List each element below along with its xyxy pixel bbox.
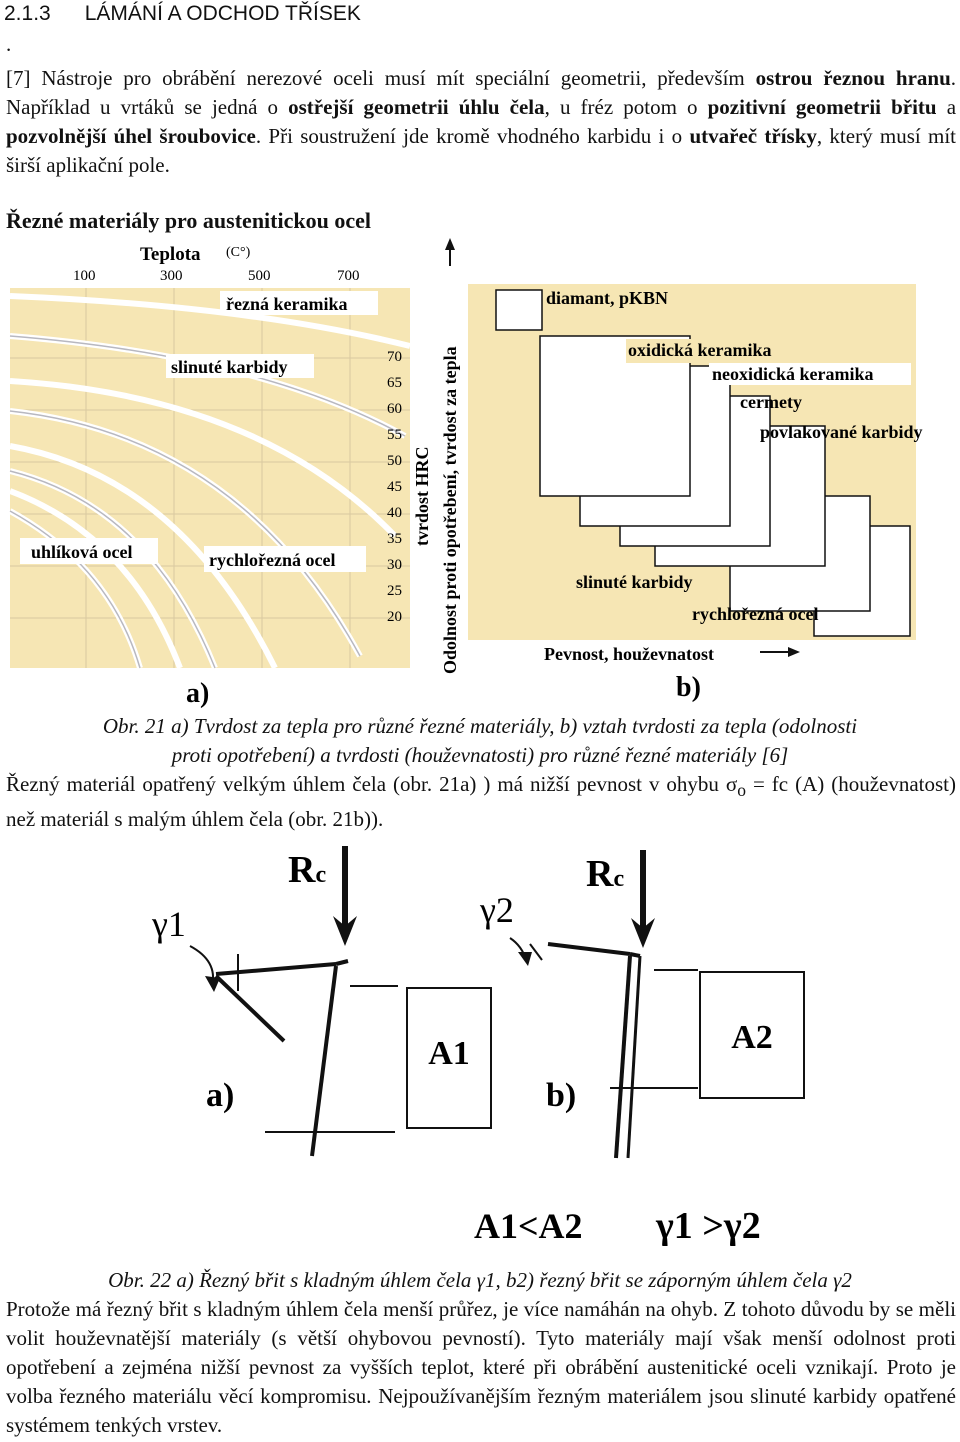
- stray-dot: .: [6, 32, 12, 56]
- tick-label: 60: [387, 401, 402, 417]
- figure-letter-a: a): [186, 678, 209, 709]
- label-box: [626, 339, 802, 363]
- section-label-a2: A2: [731, 1019, 773, 1056]
- label-box: [709, 363, 911, 385]
- figure-21-caption: Obr. 21 a) Tvrdost za tepla pro různé ře…: [0, 712, 960, 770]
- figure-22: Rc γ1 A1 a) Rc γ2 A2 b) A1<A2 γ1 >γ2: [151, 846, 805, 1247]
- material-boxes: [495, 289, 911, 637]
- sigma-symbol: σ: [725, 772, 738, 796]
- text-run: = fc (A) (houževnatost) než materiál s m…: [6, 772, 956, 832]
- x-axis-arrowhead: [788, 647, 800, 657]
- text-run: . Při soustružení jde kromě vhodného kar…: [255, 124, 690, 148]
- temperature-ticks: 100 300 500 700: [73, 268, 360, 284]
- plot-background: [10, 288, 410, 668]
- figure-letter-b: b): [546, 1077, 576, 1114]
- label-hss: rychlořezná ocel: [209, 550, 335, 570]
- x-axis-label: Pevnost, houževnatost: [544, 644, 714, 664]
- section-heading: 2.1.3 LÁMÁNÍ A ODCHOD TŘÍSEK: [4, 2, 361, 26]
- tick-label: 40: [387, 505, 402, 521]
- tick-label: 45: [387, 479, 402, 495]
- tick-label: 70: [387, 349, 402, 365]
- label-carbon-steel: uhlíková ocel: [31, 542, 133, 562]
- label-box: [166, 354, 314, 378]
- text-run: . Například u vrtáků se jedná o: [6, 66, 957, 119]
- tick-label: 20: [387, 609, 402, 625]
- bold-run: pozitivní geometrii břitu: [707, 95, 937, 119]
- y-axis-label: Odolnost proti opotřebení, tvrdost za te…: [440, 346, 460, 674]
- tick-label: 50: [387, 453, 402, 469]
- sigma-subscript: o: [737, 780, 746, 801]
- label-hss: rychlořezná ocel: [692, 604, 818, 624]
- section-label-a1: A1: [428, 1035, 470, 1072]
- figure-title: Řezné materiály pro austenitickou ocel: [6, 208, 371, 233]
- label-box: [20, 538, 158, 564]
- label-box: [220, 291, 378, 315]
- force-arrow-a: [333, 846, 357, 946]
- label-cermets: cermety: [740, 392, 802, 412]
- label-sintered-carbides: slinuté karbidy: [171, 357, 288, 377]
- label-cutting-ceramic: řezná keramika: [226, 294, 347, 314]
- bold-run: pozvolnější úhel šroubovice: [6, 124, 256, 148]
- force-label-a: Rc: [288, 849, 326, 891]
- figure-21a: Teplota (C°) 100 300 500 700 řezná keram…: [8, 244, 430, 709]
- y-axis-arrowhead: [445, 238, 455, 250]
- text-run: Řezný materiál opatřený velkým úhlem čel…: [6, 772, 726, 796]
- force-arrow-b: [631, 850, 655, 948]
- label-coated-carbides: povlakované karbidy: [760, 422, 923, 442]
- relation-area: A1<A2: [474, 1206, 583, 1246]
- label-oxide-ceramic: oxidická keramika: [628, 340, 772, 360]
- figure-letter-a: a): [206, 1077, 234, 1114]
- label-diamond: diamant, pKBN: [546, 288, 668, 308]
- caption-line: proti opotřebení) a tvrdosti (houževnato…: [171, 743, 789, 767]
- tool-edge-b: [509, 937, 698, 1159]
- tool-edge-a: [189, 945, 398, 1157]
- tick-label: 25: [387, 583, 402, 599]
- figure-letter-b: b): [676, 672, 701, 703]
- label-nonoxide-ceramic: neoxidická keramika: [712, 364, 874, 384]
- gamma2-label: γ2: [479, 890, 514, 930]
- relation-angle: γ1 >γ2: [655, 1205, 761, 1247]
- grid-lines: [10, 288, 410, 668]
- tick-label: 300: [160, 268, 183, 284]
- hrc-axis-label: tvrdost HRC: [412, 447, 430, 547]
- paragraph-intro: [7] Nástroje pro obrábění nerezové oceli…: [6, 64, 956, 180]
- paragraph-bending-strength: Řezný materiál opatřený velkým úhlem čel…: [6, 770, 956, 834]
- bold-run: ostrou řeznou hranu: [755, 66, 951, 90]
- hrc-ticks: 70 65 60 55 50 45 40 35 30 25 20: [387, 349, 402, 625]
- tick-label: 30: [387, 557, 402, 573]
- curve-hss-1: [9, 443, 278, 670]
- tick-label: 500: [248, 268, 271, 284]
- tick-label: 100: [73, 268, 96, 284]
- temperature-label: Teplota: [140, 244, 201, 265]
- figure-21b: Odolnost proti opotřebení, tvrdost za te…: [440, 238, 923, 703]
- text-run: , který musí mít širší aplikační pole.: [6, 124, 956, 177]
- tick-label: 700: [337, 268, 360, 284]
- text-run: , u fréz potom o: [544, 95, 708, 119]
- figure-22-caption: Obr. 22 a) Řezný břit s kladným úhlem če…: [108, 1268, 852, 1292]
- temperature-unit: (C°): [226, 245, 251, 260]
- label-box: [204, 546, 366, 572]
- caption-line: Obr. 21 a) Tvrdost za tepla pro různé ře…: [102, 714, 858, 738]
- section-number: 2.1.3: [4, 2, 51, 25]
- section-box-a2: [699, 971, 805, 1099]
- tick-label: 35: [387, 531, 402, 547]
- section-title: LÁMÁNÍ A ODCHOD TŘÍSEK: [84, 2, 361, 25]
- section-box-a1: [406, 987, 492, 1129]
- bold-run: utvařeč třísky: [689, 124, 817, 148]
- text-run: a: [936, 95, 957, 119]
- curve-carbide-1: [9, 378, 398, 539]
- label-sintered-carbides: slinuté karbidy: [576, 572, 693, 592]
- box-diamond: [495, 289, 543, 331]
- force-label-b: Rc: [586, 853, 624, 895]
- tick-label: 55: [387, 427, 402, 443]
- text-run: [7] Nástroje pro obrábění nerezové oceli…: [6, 66, 756, 90]
- tick-label: 65: [387, 375, 402, 391]
- gamma1-label: γ1: [151, 904, 186, 944]
- paragraph-conclusion: Protože má řezný břit s kladným úhlem če…: [6, 1297, 956, 1437]
- bold-run: ostřejší geometrii úhlu čela: [288, 95, 545, 119]
